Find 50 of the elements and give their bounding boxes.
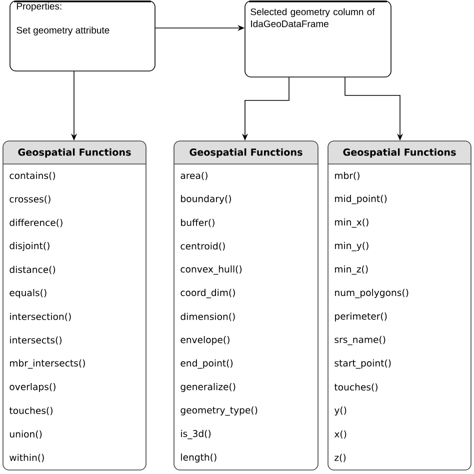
rounded-box [244, 0, 392, 78]
function-name: y() [334, 406, 346, 416]
function-name: z() [334, 454, 346, 462]
function-name: disjoint() [10, 242, 50, 251]
function-name: mbr() [335, 172, 360, 180]
table-heading: Geospatial Functions [18, 148, 131, 158]
function-name: coord_dim() [180, 288, 235, 298]
function-name: end_point() [180, 359, 233, 369]
function-name: contains() [10, 172, 56, 180]
function-name: generalize() [180, 383, 236, 392]
function-table [2, 140, 146, 470]
function-name: distance() [10, 266, 56, 274]
function-name: mbr_intersects() [10, 359, 85, 369]
function-name: centroid() [180, 242, 225, 251]
function-name: dimension() [180, 312, 235, 322]
function-name: min_y() [335, 242, 368, 252]
function-name: intersection() [10, 312, 71, 322]
function-name: start_point() [334, 359, 391, 369]
function-name: within() [10, 454, 44, 462]
function-name: crosses() [10, 195, 50, 204]
function-table [328, 140, 472, 470]
function-name: min_z() [335, 265, 368, 275]
function-name: length() [181, 454, 216, 462]
function-name: touches() [334, 383, 378, 392]
function-name: touches() [9, 406, 52, 416]
function-name: area() [180, 172, 208, 180]
function-name: geometry_type() [180, 406, 258, 416]
function-name: intersects() [10, 336, 62, 345]
box-text: Selected geometry column of IdaGeoDataFrame [250, 8, 375, 28]
function-name: boundary() [181, 195, 231, 204]
function-name: convex_hull() [180, 265, 242, 275]
function-name: difference() [10, 218, 62, 228]
function-name: union() [10, 430, 42, 439]
function-name: num_polygons() [335, 288, 408, 298]
table-heading: Geospatial Functions [190, 148, 302, 158]
function-name: overlaps() [10, 383, 56, 392]
function-name: x() [334, 430, 346, 439]
function-table [174, 140, 318, 470]
function-name: is_3d() [181, 430, 211, 440]
function-name: mid_point() [335, 194, 387, 204]
function-name: perimeter() [335, 312, 387, 322]
rounded-box [10, 0, 156, 72]
function-name: buffer() [181, 218, 214, 228]
function-name: envelope() [180, 336, 230, 345]
function-name: equals() [10, 289, 46, 298]
box-text: Set geometry attribute [16, 26, 110, 36]
function-name: min_x() [335, 218, 368, 228]
function-name: srs_name() [334, 336, 386, 346]
box-text: Properties: [16, 2, 62, 12]
table-heading: Geospatial Functions [343, 148, 456, 158]
